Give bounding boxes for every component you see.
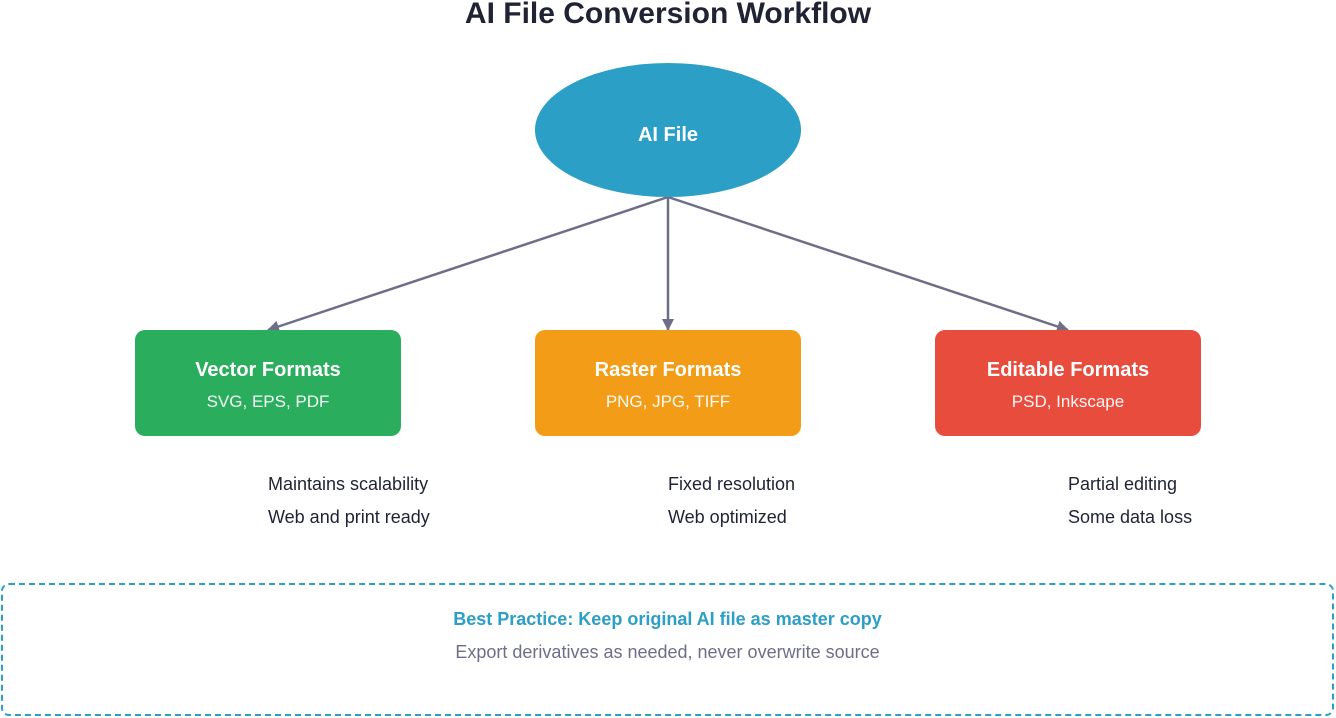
raster-formats-box: Raster Formats PNG, JPG, TIFF bbox=[535, 330, 801, 436]
vector-formats-box: Vector Formats SVG, EPS, PDF bbox=[135, 330, 401, 436]
vector-formats-list: SVG, EPS, PDF bbox=[206, 392, 330, 411]
best-practice-subtitle: Export derivatives as needed, never over… bbox=[455, 642, 880, 662]
editable-formats-list: PSD, Inkscape bbox=[1011, 392, 1125, 411]
vector-note-1: Maintains scalability bbox=[268, 474, 429, 494]
diagram-title: AI File Conversion Workflow bbox=[464, 0, 872, 30]
arrow-to-editable bbox=[667, 195, 1069, 333]
editable-formats-title: Editable Formats bbox=[986, 359, 1150, 381]
raster-formats-list: PNG, JPG, TIFF bbox=[605, 392, 731, 411]
raster-formats-title: Raster Formats bbox=[594, 359, 742, 381]
ai-file-label: AI File bbox=[637, 123, 698, 146]
best-practice-title: Best Practice: Keep original AI file as … bbox=[453, 609, 882, 629]
raster-note-1: Fixed resolution bbox=[668, 474, 796, 494]
editable-note-2: Some data loss bbox=[1068, 507, 1193, 527]
vector-note-2: Web and print ready bbox=[268, 507, 430, 527]
vector-formats-title: Vector Formats bbox=[195, 359, 341, 381]
editable-note-1: Partial editing bbox=[1068, 474, 1178, 494]
ai-file-node: AI File bbox=[535, 63, 801, 197]
best-practice-panel: Best Practice: Keep original AI file as … bbox=[1, 583, 1334, 716]
editable-formats-box: Editable Formats PSD, Inkscape bbox=[935, 330, 1201, 436]
arrow-to-vector bbox=[267, 195, 669, 333]
raster-note-2: Web optimized bbox=[668, 507, 787, 527]
